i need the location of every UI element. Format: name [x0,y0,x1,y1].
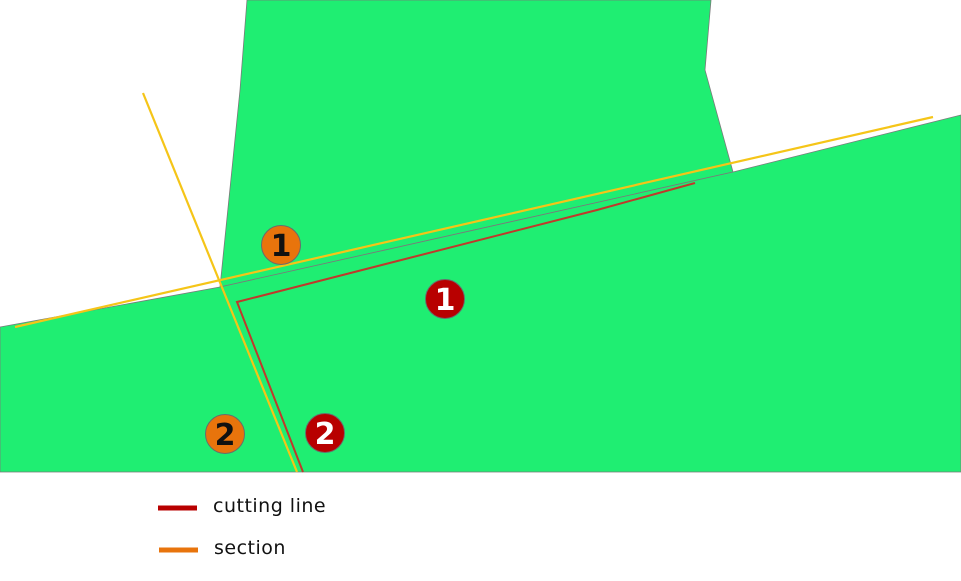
polygon-lower-block [0,114,961,473]
legend-item-cutting-line: cutting line [158,495,326,517]
section-line-1 [14,115,934,329]
section-line-2 [141,92,299,473]
legend-label-section: section [214,537,286,559]
cutting-marker-2-label: 2 [315,417,336,452]
section-marker-1: 1 [261,225,301,265]
cutting-marker-2: 2 [305,413,345,453]
cutting-marker-1-label: 1 [435,283,456,318]
legend-item-section: section [159,537,286,559]
cutting-line [235,182,696,473]
legend: cutting line section [158,495,326,559]
legend-label-cutting-line: cutting line [213,495,326,517]
section-marker-2-label: 2 [215,418,236,453]
section-marker-1-label: 1 [271,229,292,264]
cutting-marker-1: 1 [425,279,465,319]
section-marker-2: 2 [205,414,245,454]
